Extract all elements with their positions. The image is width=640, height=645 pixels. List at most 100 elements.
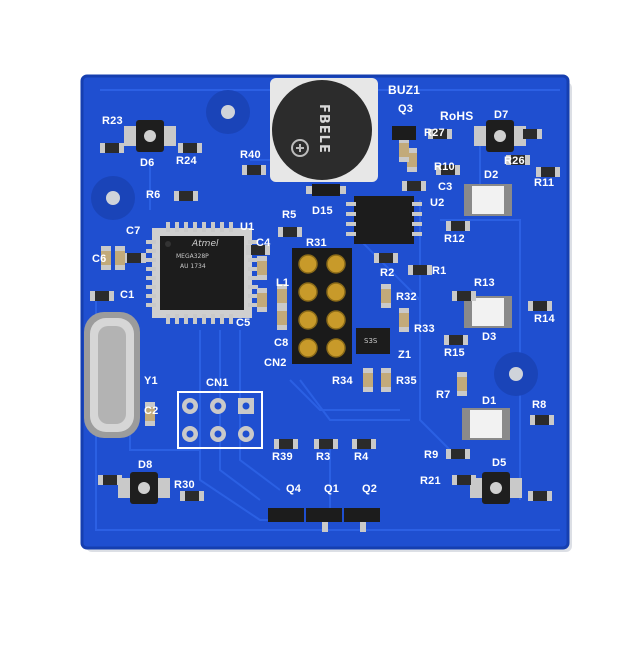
cn2-pin: [298, 338, 318, 358]
mcu-pin: [248, 267, 258, 271]
label-r2: R2: [380, 267, 395, 279]
label-c1: C1: [120, 289, 135, 301]
smd-resistor: [102, 143, 122, 153]
smd-pad: [408, 265, 413, 275]
smd-pad: [399, 308, 409, 313]
cn2-pin: [326, 310, 346, 330]
sensor-group: [118, 120, 526, 504]
smd-pad: [399, 138, 409, 143]
mcu-pin: [146, 276, 156, 280]
smd-capacitor: [381, 286, 391, 306]
label-c2: C2: [144, 405, 159, 417]
label-r9: R9: [424, 449, 439, 461]
cn1-hole: [214, 402, 222, 410]
label-r1: R1: [432, 265, 447, 277]
smd-resistor: [180, 143, 200, 153]
smd-pad: [374, 253, 379, 263]
smd-resistor: [538, 167, 558, 177]
smd-pad: [257, 307, 267, 312]
label-c4: C4: [256, 237, 271, 249]
smd-resistor: [100, 475, 120, 485]
smd-pad: [178, 143, 183, 153]
smd-pad: [293, 439, 298, 449]
mcu-pin: [202, 222, 206, 232]
smd-pad: [277, 325, 287, 330]
mcu-pin: [146, 258, 156, 262]
mcu-pin: [166, 222, 170, 232]
smd-capacitor: [457, 374, 467, 394]
smd-resistor: [530, 301, 550, 311]
mcu-brand-text: Atmel: [192, 239, 219, 249]
mcu-pin: [248, 285, 258, 289]
smd-resistor: [448, 449, 468, 459]
smd-pad: [314, 439, 319, 449]
led-group: [462, 184, 512, 440]
component-z1: [356, 328, 390, 354]
smd-resistor: [176, 191, 196, 201]
mcu-pin: [146, 240, 156, 244]
smd-pad: [471, 475, 476, 485]
mcu-pin: [248, 258, 258, 262]
cn1-hole: [242, 430, 250, 438]
smd-pad: [455, 165, 460, 175]
smd-pad: [447, 129, 452, 139]
smd-pad: [536, 167, 541, 177]
smd-pad: [446, 449, 451, 459]
smd-pad: [242, 165, 247, 175]
label-r7: R7: [436, 389, 451, 401]
label-r32: R32: [396, 291, 417, 303]
label-r8: R8: [532, 399, 547, 411]
smd-pad: [506, 155, 511, 165]
label-r31: R31: [306, 237, 327, 249]
smd-pad: [371, 439, 376, 449]
mcu-pin: [184, 314, 188, 324]
sensor-window: [144, 130, 156, 142]
smd-resistor: [280, 227, 300, 237]
smd-pad: [257, 275, 267, 280]
smd-pad: [444, 335, 449, 345]
smd-pad: [463, 335, 468, 345]
mcu-pin: [248, 276, 258, 280]
smd-resistor: [438, 165, 458, 175]
label-r12: R12: [444, 233, 465, 245]
smd-resistor: [448, 221, 468, 231]
u2-pin: [412, 222, 422, 226]
label-q1: Q1: [324, 483, 340, 495]
mcu-pin: [146, 294, 156, 298]
smd-resistor: [276, 439, 296, 449]
smd-capacitor: [399, 140, 409, 160]
smd-resistor: [520, 129, 540, 139]
smd-pad: [141, 253, 146, 263]
smd-pad: [277, 306, 287, 311]
mcu-part-text: MEGA328P: [176, 253, 209, 260]
led-lens: [472, 186, 504, 214]
smd-pad: [381, 368, 391, 373]
smd-pad: [246, 245, 251, 255]
smd-pad: [278, 227, 283, 237]
smd-resistor: [532, 415, 552, 425]
smd-pad: [199, 491, 204, 501]
smd-resistor: [530, 491, 550, 501]
ic-u2: [346, 196, 422, 244]
smd-pad: [381, 387, 391, 392]
mcu-pin: [220, 314, 224, 324]
smd-pad: [547, 491, 552, 501]
smd-resistor: [410, 265, 430, 275]
cn2-pin: [298, 254, 318, 274]
smd-pad: [407, 167, 417, 172]
label-c5: C5: [236, 317, 251, 329]
mcu-pin: [166, 314, 170, 324]
mcu-pin: [202, 314, 206, 324]
smd-pad: [402, 181, 407, 191]
label-r3: R3: [316, 451, 331, 463]
led-lens: [470, 410, 502, 438]
header-cn1: [177, 391, 263, 449]
label-l1: L1: [276, 277, 290, 289]
mcu-pin: [146, 249, 156, 253]
smd-capacitor: [407, 150, 417, 170]
smd-capacitor: [381, 370, 391, 390]
label-r40: R40: [240, 149, 261, 161]
cn1-hole: [214, 430, 222, 438]
